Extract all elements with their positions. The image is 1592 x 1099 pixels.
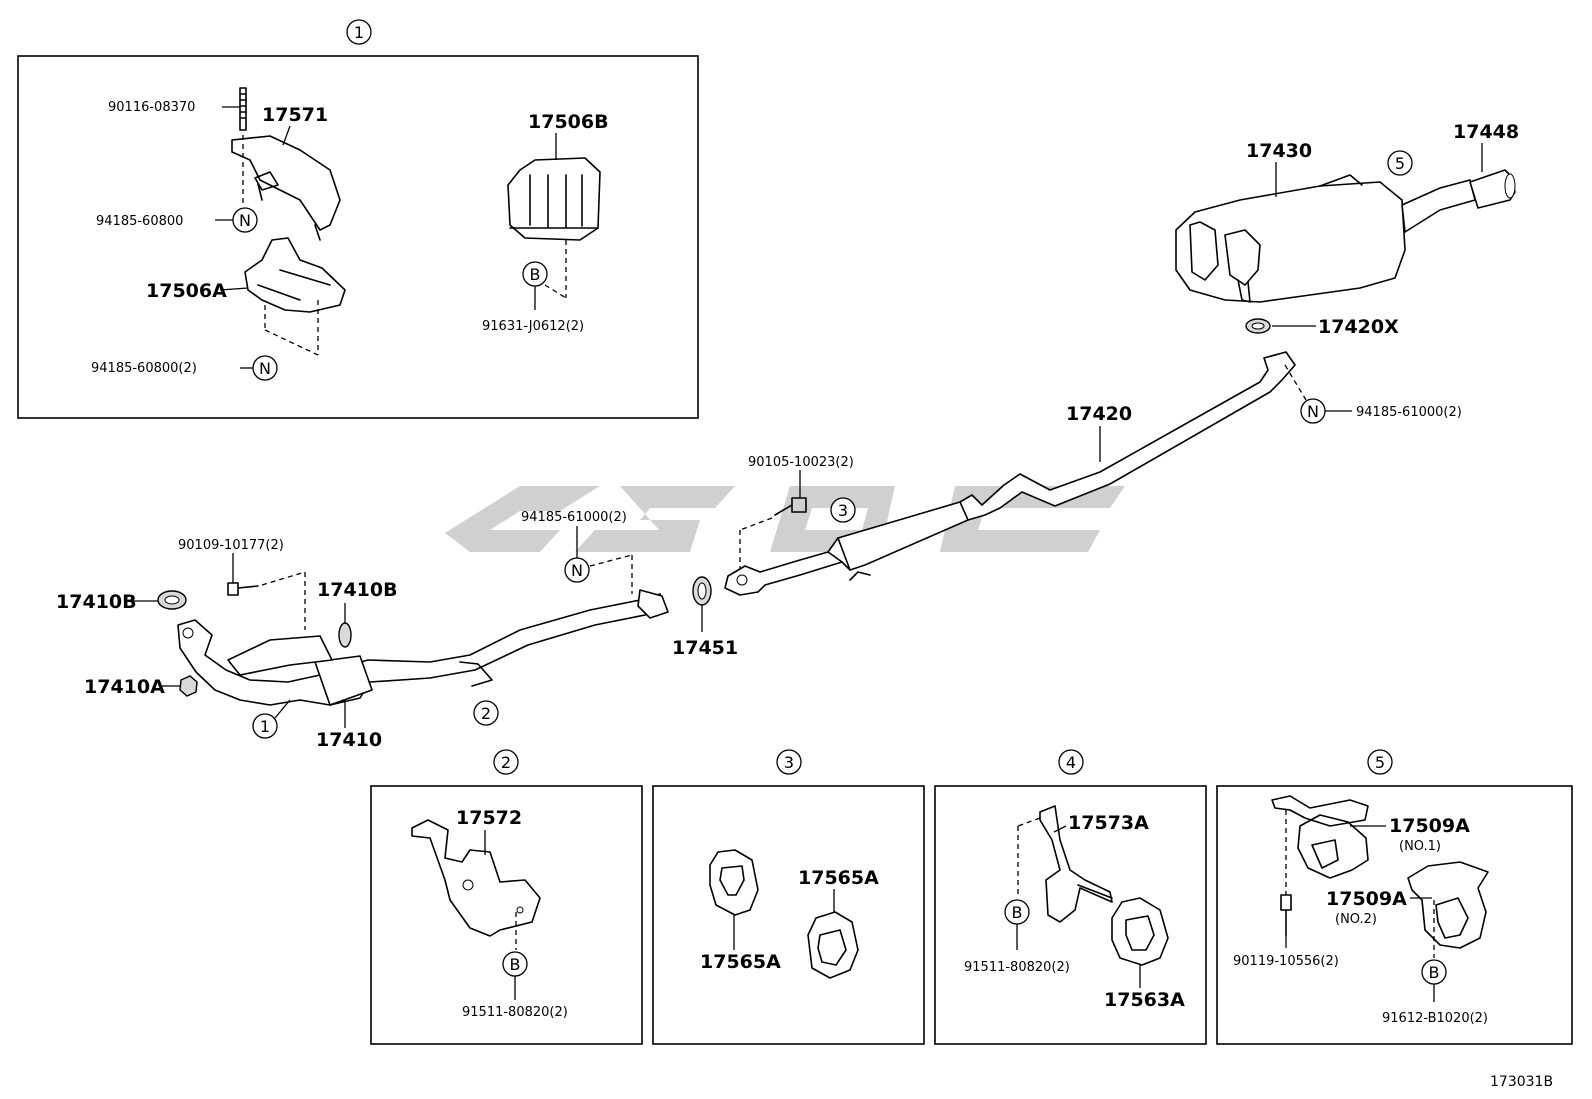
support-4-shape: [1111, 897, 1169, 966]
section-2-callout: 2: [481, 704, 491, 723]
no2-label: (NO.2): [1335, 912, 1377, 927]
bolt-b-label: 91631-J0612(2): [482, 319, 584, 334]
nut-center-label: 94185-61000(2): [521, 510, 627, 525]
gasket-center-label: 17451: [672, 637, 738, 659]
bolt-5-icon: [1280, 894, 1292, 936]
bracket-4-label: 17573A: [1068, 812, 1149, 834]
insulator-a-shape: [244, 237, 346, 313]
support-b-shape: [807, 911, 859, 979]
section-1-number: 1: [354, 23, 364, 42]
insulator-b-label: 17506B: [528, 111, 609, 133]
n-marker-upper: N: [239, 211, 251, 230]
support-a-label: 17565A: [700, 951, 781, 973]
section-2-box: [370, 785, 643, 1045]
nut-front-label: 17410A: [84, 676, 165, 698]
bolt-front-label: 90109-10177(2): [178, 538, 284, 553]
gasket-rear-label: 17420X: [1318, 316, 1399, 338]
bracket-upper-label: 17571: [262, 104, 328, 126]
nut-upper-label: 94185-60800: [96, 214, 183, 229]
section-1-box: [17, 55, 699, 419]
section-3-callout: 3: [838, 501, 848, 520]
section-3-box: [652, 785, 925, 1045]
bolt-2-label: 91511-80820(2): [462, 1005, 568, 1020]
bracket-no2-label: 17509A: [1326, 888, 1407, 910]
catalytic-converter-shape: [314, 655, 373, 706]
muffler-shape: [1175, 181, 1406, 303]
tail-pipe-label: 17448: [1453, 121, 1519, 143]
bracket-2-label: 17572: [456, 807, 522, 829]
section-1: 1 90116-08370 17571 N 94185-60800 17506A…: [17, 19, 699, 419]
bracket-4-shape: [1039, 805, 1113, 923]
gasket-right-label: 17410B: [317, 579, 398, 601]
bracket-upper-shape: [231, 135, 341, 231]
bolt-5-bottom-label: 91612-B1020(2): [1382, 1011, 1488, 1026]
section-1-callout: 1: [260, 717, 270, 736]
section-4-box: [934, 785, 1207, 1045]
front-pipe-label: 17410: [316, 729, 382, 751]
front-pipe-flange: [637, 589, 669, 619]
center-pipe-label: 17420: [1066, 403, 1132, 425]
bolt-4-label: 91511-80820(2): [964, 960, 1070, 975]
bracket-no2-shape: [1407, 861, 1489, 949]
nut-front-icon: [179, 675, 198, 697]
nut-lower-label: 94185-60800(2): [91, 361, 197, 376]
tail-pipe-shape: [1469, 169, 1516, 209]
section-5-callout: 5: [1395, 154, 1405, 173]
section-2: 2 17572 B 91511-80820(2): [370, 749, 643, 1045]
gasket-left-label: 17410B: [56, 591, 137, 613]
section-2-number: 2: [501, 753, 511, 772]
bolt-front-icon: [227, 582, 259, 596]
bracket-no1-label: 17509A: [1389, 815, 1470, 837]
bolt-5-left-label: 90119-10556(2): [1233, 954, 1339, 969]
section-5: 5 17509A (NO.1) 17509A (NO.2) 90119-1055…: [1216, 749, 1573, 1045]
section-3: 3 17565A 17565A: [652, 749, 925, 1045]
bracket-no1-plate: [1271, 795, 1369, 827]
bolt-label: 90116-08370: [108, 100, 195, 115]
section-4-number: 4: [1066, 753, 1076, 772]
section-5-box: [1216, 785, 1573, 1045]
muffler-label: 17430: [1246, 140, 1312, 162]
main-assembly: 17410B 90109-10177(2) 17410B 17410A 1741…: [56, 121, 1519, 751]
support-a-shape: [709, 849, 759, 916]
b-marker-box2: B: [510, 955, 521, 974]
bolt-center-icon: [774, 497, 807, 516]
support-b-label: 17565A: [798, 867, 879, 889]
nut-rear-label: 94185-61000(2): [1356, 405, 1462, 420]
insulator-b-shape: [507, 157, 601, 241]
b-marker-box4: B: [1012, 903, 1023, 922]
center-pipe-shape: [724, 351, 1296, 596]
figure-id: 173031B: [1490, 1074, 1553, 1090]
support-4-label: 17563A: [1104, 989, 1185, 1011]
n-marker-rear: N: [1307, 402, 1319, 421]
section-1-marker: [346, 19, 372, 45]
bolt-center-label: 90105-10023(2): [748, 455, 854, 470]
bracket-no1-shape: [1297, 814, 1369, 879]
b-marker-box1: B: [530, 265, 541, 284]
n-marker-center: N: [571, 561, 583, 580]
section-4: 4 17573A B 91511-80820(2) 17563A: [934, 749, 1207, 1045]
insulator-a-label: 17506A: [146, 280, 227, 302]
bracket-2-shape: [411, 819, 541, 937]
no1-label: (NO.1): [1399, 839, 1441, 854]
b-marker-box5: B: [1429, 963, 1440, 982]
bolt-icon: [239, 87, 247, 131]
section-3-number: 3: [784, 753, 794, 772]
n-marker-lower: N: [259, 359, 271, 378]
section-5-number: 5: [1375, 753, 1385, 772]
